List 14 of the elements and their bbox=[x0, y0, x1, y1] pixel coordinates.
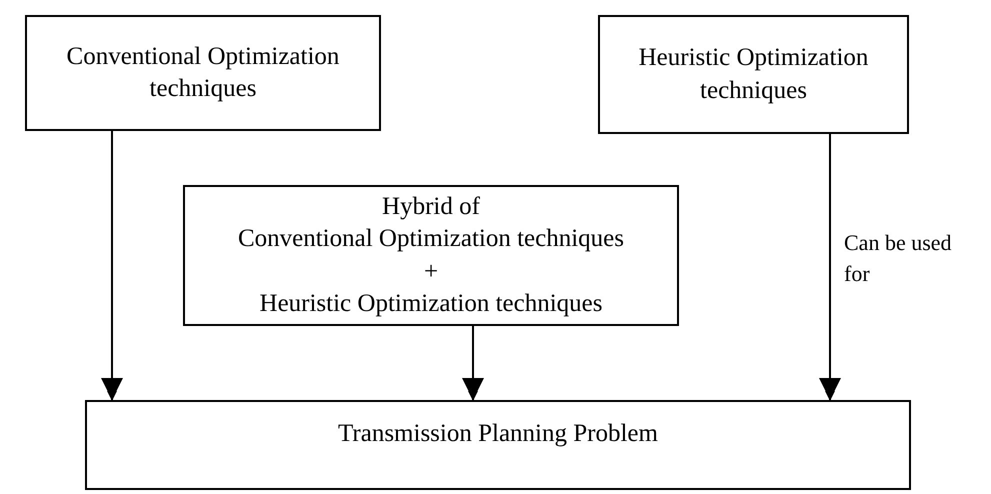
process-box bbox=[25, 15, 381, 131]
box-text: + bbox=[424, 256, 438, 286]
box-text: Hybrid of bbox=[382, 192, 480, 222]
box-text: Heuristic Optimization techniques bbox=[638, 43, 870, 106]
arrow bbox=[819, 134, 841, 401]
arrow bbox=[101, 131, 123, 401]
process-box bbox=[598, 15, 909, 134]
box-text: Conventional Optimization techniques bbox=[238, 224, 624, 254]
arrow bbox=[462, 326, 484, 401]
box-text: Conventional Optimization techniques bbox=[66, 42, 340, 104]
process-box bbox=[85, 400, 911, 490]
box-text: Heuristic Optimization techniques bbox=[260, 289, 602, 319]
process-box bbox=[183, 185, 679, 326]
box-text: Transmission Planning Problem bbox=[338, 419, 658, 449]
